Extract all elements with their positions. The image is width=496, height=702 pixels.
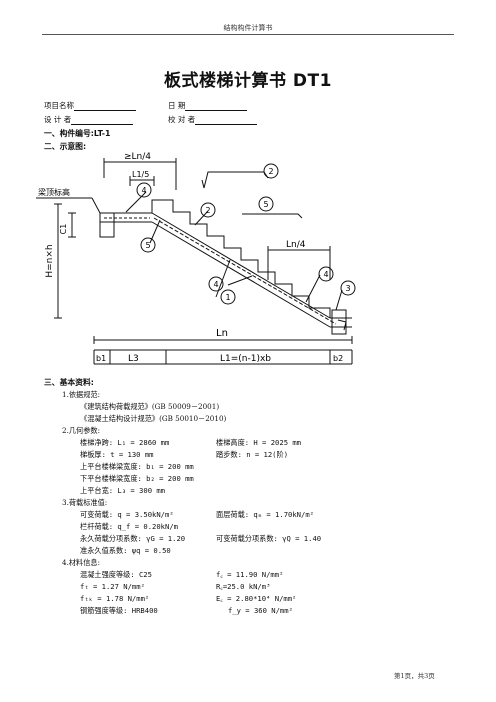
item-loads: 3.荷载标准值: — [62, 498, 108, 507]
designer-label: 设 计 者 — [44, 115, 72, 124]
item-code-basis: 1.依据规范: — [62, 390, 101, 399]
steel-grade: 钢筋强度等级: HRB400 — [80, 606, 158, 615]
project-name-row: 项目名称 — [44, 100, 136, 111]
marker-2-detail: 2 — [268, 167, 273, 176]
project-name-field[interactable] — [74, 102, 136, 111]
quasi-permanent-coef: 准永久值系数: ψq = 0.50 — [80, 546, 171, 555]
fc-value: f꜀ = 11.90 N/mm² — [216, 570, 284, 579]
checker-row: 校 对 者 — [168, 114, 258, 125]
label-beam-top: 梁顶标高 — [38, 187, 70, 197]
code-load: 《建筑结构荷载规范》(GB 50009－2001) — [80, 402, 220, 411]
stair-diagram: 4 2 5 2 5 4 1 4 3 ≥Ln/4 L1/5 梁顶标高 C1 H=n… — [36, 152, 356, 365]
section-basic-info: 三、基本资料: — [44, 378, 94, 387]
live-load: 可变荷载: q = 3.50kN/m² — [80, 510, 174, 519]
dead-load-factor: 永久荷载分项系数: γG = 1.20 — [80, 534, 186, 543]
project-name-label: 项目名称 — [44, 101, 74, 110]
marker-3: 3 — [345, 284, 350, 293]
page-title: 板式楼梯计算书 DT1 — [164, 71, 332, 91]
rc-value: R꜀=25.0 kN/m³ — [216, 582, 271, 591]
label-b2: b2 — [333, 354, 343, 363]
section-diagram: 二、示意图: — [44, 142, 87, 151]
designer-row: 设 计 者 — [44, 114, 134, 125]
concrete-grade: 混凝土强度等级: C25 — [80, 570, 152, 579]
label-right-dim: Ln/4 — [286, 240, 306, 250]
marker-4-bottom: 4 — [213, 280, 218, 289]
slab-thickness: 梯板厚: t = 130 mm — [80, 450, 154, 459]
railing-load: 栏杆荷载: q_f = 0.20kN/m — [80, 522, 178, 531]
ft-value: fₜ = 1.27 N/mm² — [80, 582, 145, 591]
marker-4-top: 4 — [141, 186, 146, 195]
stair-height: 楼梯高度: H = 2025 mm — [216, 438, 302, 447]
label-b1: b1 — [96, 354, 106, 363]
code-concrete: 《混凝土结构设计规范》(GB 50010－2010) — [80, 414, 227, 423]
marker-4-right: 4 — [323, 270, 328, 279]
checker-label: 校 对 者 — [168, 115, 196, 124]
item-materials: 4.材料信息: — [62, 558, 101, 567]
lower-beam-width: 下平台楼梯梁宽度: b₂ = 200 mm — [80, 474, 194, 483]
label-l3: L3 — [128, 354, 139, 364]
date-label: 日 期 — [168, 101, 186, 110]
date-field[interactable] — [185, 102, 248, 111]
stair-span: 楼梯净跨: L₁ = 2860 mm — [80, 438, 170, 447]
live-load-factor: 可变荷载分项系数: γQ = 1.40 — [216, 534, 322, 543]
ftk-value: fₜₖ = 1.78 N/mm² — [80, 594, 150, 603]
ec-value: E꜀ = 2.80*10⁴ N/mm² — [216, 594, 297, 603]
section-component-id: 一、构件编号:LT-1 — [44, 129, 111, 138]
page-number: 第1页，共3页 — [394, 672, 435, 680]
step-count: 踏步数: n = 12(阶) — [216, 450, 289, 459]
fy-value: f_y = 360 N/mm² — [228, 606, 293, 615]
header-divider — [42, 34, 454, 35]
marker-2-mid: 2 — [205, 206, 210, 215]
checker-field[interactable] — [195, 116, 258, 125]
upper-beam-width: 上平台楼梯梁宽度: b₁ = 200 mm — [80, 462, 194, 471]
label-ln: Ln — [216, 328, 228, 339]
label-c1: C1 — [59, 224, 68, 235]
item-geometry: 2.几何参数: — [62, 426, 101, 435]
marker-1: 1 — [225, 293, 230, 302]
label-l15: L1/5 — [132, 170, 149, 179]
page-header: 结构构件计算书 — [223, 24, 273, 32]
marker-5-detail: 5 — [263, 200, 268, 209]
marker-5-left: 5 — [145, 241, 150, 250]
label-h: H=n×h — [45, 244, 55, 277]
date-row: 日 期 — [168, 100, 248, 111]
upper-platform-width: 上平台宽: L₃ = 300 mm — [80, 486, 166, 495]
designer-field[interactable] — [71, 116, 134, 125]
label-top-dim: ≥Ln/4 — [124, 152, 151, 162]
label-l1: L1=(n-1)xb — [220, 354, 271, 364]
surface-load: 面层荷载: qₘ = 1.70kN/m² — [216, 510, 314, 519]
